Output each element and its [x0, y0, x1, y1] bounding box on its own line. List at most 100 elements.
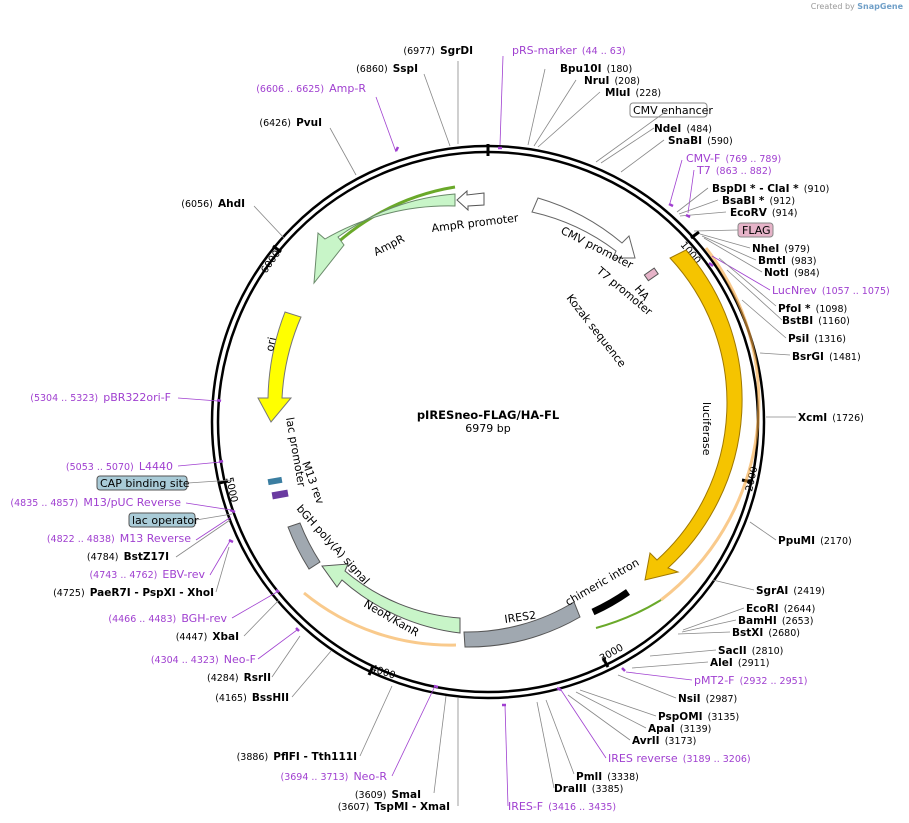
luciferase-orf-strand: [660, 247, 761, 602]
mark-lucnrev: [708, 262, 714, 267]
leader-nhei: [699, 233, 751, 249]
cmv-promoter-arrow: [531, 197, 636, 259]
label-cap: CAP binding site: [100, 477, 190, 490]
leader-bsrgi: [759, 352, 791, 356]
chimeric-intron-bar: [591, 589, 631, 616]
label-paer7i: (4725) PaeR7I - PspXI - XhoI: [53, 581, 214, 600]
label-ecorv-position: (914): [772, 208, 798, 219]
label-avrii-position: (3173): [665, 736, 697, 747]
tick-marks: [218, 144, 753, 676]
mark-neor: [433, 684, 439, 689]
leader-paer7i: [215, 546, 230, 593]
label-m13reverse: (4822 .. 4838) M13 Reverse: [47, 527, 191, 546]
lac-operator-label-box: [128, 512, 196, 528]
primer-marks: [216, 146, 714, 707]
tick-label-4000: 4000: [369, 663, 397, 681]
label-l4440-name: L4440: [139, 460, 173, 473]
label-pspomi-position: (3135): [708, 712, 740, 723]
leader-pbr322: [177, 397, 219, 402]
label-bspdi: BspDI * - ClaI * (910): [712, 177, 829, 196]
label-apai-position: (3139): [680, 724, 712, 735]
leader-bsabi: [678, 199, 719, 215]
site-labels: (6977) SgrDI(6860) SspI(6606 .. 6625) Am…: [10, 44, 889, 814]
label-pbr322ori-name: pBR322ori-F: [103, 391, 171, 404]
luciferase-arrow: [644, 249, 743, 581]
label-pvui-position: (6426): [259, 118, 291, 129]
label-ebvrev: (4743 .. 4762) EBV-rev: [89, 563, 205, 582]
label-apai-name: ApaI: [648, 723, 675, 735]
label-ecori: EcoRI (2644): [746, 597, 815, 616]
leader-ampr-primer: [375, 96, 397, 153]
label-luciferase: luciferase: [700, 402, 713, 456]
leader-sgrai: [712, 579, 755, 591]
lac-operator-box: [271, 489, 289, 500]
label-sacii-name: SacII: [718, 645, 747, 657]
leader-ecori: [682, 607, 745, 631]
label-bsshii: (4165) BssHII: [215, 686, 289, 705]
label-psii: PsiI (1316): [788, 327, 846, 346]
label-ecorv-name: EcoRV: [730, 207, 768, 219]
label-prs-name: pRS-marker: [512, 44, 577, 57]
label-bmti-position: (983): [791, 256, 817, 267]
label-bghrev-name: BGH-rev: [181, 612, 227, 625]
label-paer7i-position: (4725): [53, 588, 85, 599]
label-cmv-enhancer: CMV enhancer: [633, 104, 713, 117]
label-bsshii-name: BssHII: [252, 692, 289, 704]
label-neof-position: (4304 .. 4323): [151, 655, 219, 666]
leader-xbai: [243, 599, 280, 637]
ha-box: [643, 267, 659, 282]
label-iresf-position: (3416 .. 3435): [548, 802, 616, 813]
label-neor-name: Neo-R: [353, 770, 387, 783]
label-bstxi-name: BstXI: [732, 627, 763, 639]
leader-m13puc: [185, 502, 232, 511]
cmv-enhancer-box: [629, 102, 708, 118]
leader-pmt2f: [625, 671, 693, 681]
mark-bghrev: [275, 588, 280, 594]
label-sspi: (6860) SspI: [356, 57, 418, 76]
label-xbai-position: (4447): [176, 632, 208, 643]
label-sgrai: SgrAI (2419): [756, 579, 825, 598]
label-pflfi-name: PflFI - Tth111I: [273, 751, 357, 763]
leader-ahdi: [253, 205, 285, 239]
leader-t7: [687, 169, 695, 214]
plasmid-size: 6979 bp: [465, 422, 510, 435]
leader-neof: [257, 629, 298, 660]
mark-t7: [685, 213, 691, 219]
leader-lucnrev: [711, 255, 771, 291]
label-iresf-name: IRES-F: [508, 800, 543, 813]
label-tspmi: (3607) TspMI - XmaI: [338, 795, 450, 814]
label-bamhi-position: (2653): [782, 616, 814, 627]
label-bspdi-name: BspDI * - ClaI *: [712, 183, 799, 195]
label-xcmi-name: XcmI: [798, 412, 827, 424]
label-bstbi: BstBI (1160): [782, 309, 850, 328]
label-pvui: (6426) PvuI: [259, 111, 322, 130]
label-psii-name: PsiI: [788, 333, 809, 345]
label-ahdi: (6056) AhdI: [181, 192, 245, 211]
leader-sacii: [649, 649, 717, 657]
leader-ndei: [600, 127, 655, 164]
label-sgrai-name: SgrAI: [756, 585, 788, 597]
leader-avrii: [567, 694, 631, 741]
label-draiii: DraIII (3385): [554, 777, 623, 796]
leader-smai: [433, 695, 447, 794]
label-draiii-name: DraIII: [554, 783, 587, 795]
label-m13puc-name: M13/pUC Reverse: [83, 496, 181, 509]
label-kozak: Kozak sequence: [564, 292, 629, 370]
leader-bmti: [701, 235, 757, 261]
label-bpu10i: Bpu10I (180): [560, 57, 632, 76]
label-nhei-name: NheI: [752, 243, 779, 255]
label-bpu10i-position: (180): [607, 64, 633, 75]
mark-cmvf: [668, 202, 674, 208]
ampr-promoter-arrow: [456, 189, 485, 212]
neo-arrow: [321, 563, 461, 634]
label-xcmi-position: (1726): [832, 413, 864, 424]
features: [257, 185, 761, 648]
label-lucnrev-name: LucNrev: [772, 284, 817, 297]
label-chimeric-intron: chimeric intron: [563, 556, 641, 609]
label-l4440-position: (5053 .. 5070): [66, 462, 134, 473]
mark-m13puc: [229, 508, 236, 514]
label-sgrai-position: (2419): [793, 586, 825, 597]
label-ndei: NdeI (484): [654, 117, 712, 136]
intron-strand: [595, 599, 662, 629]
label-bsshii-position: (4165): [215, 693, 247, 704]
